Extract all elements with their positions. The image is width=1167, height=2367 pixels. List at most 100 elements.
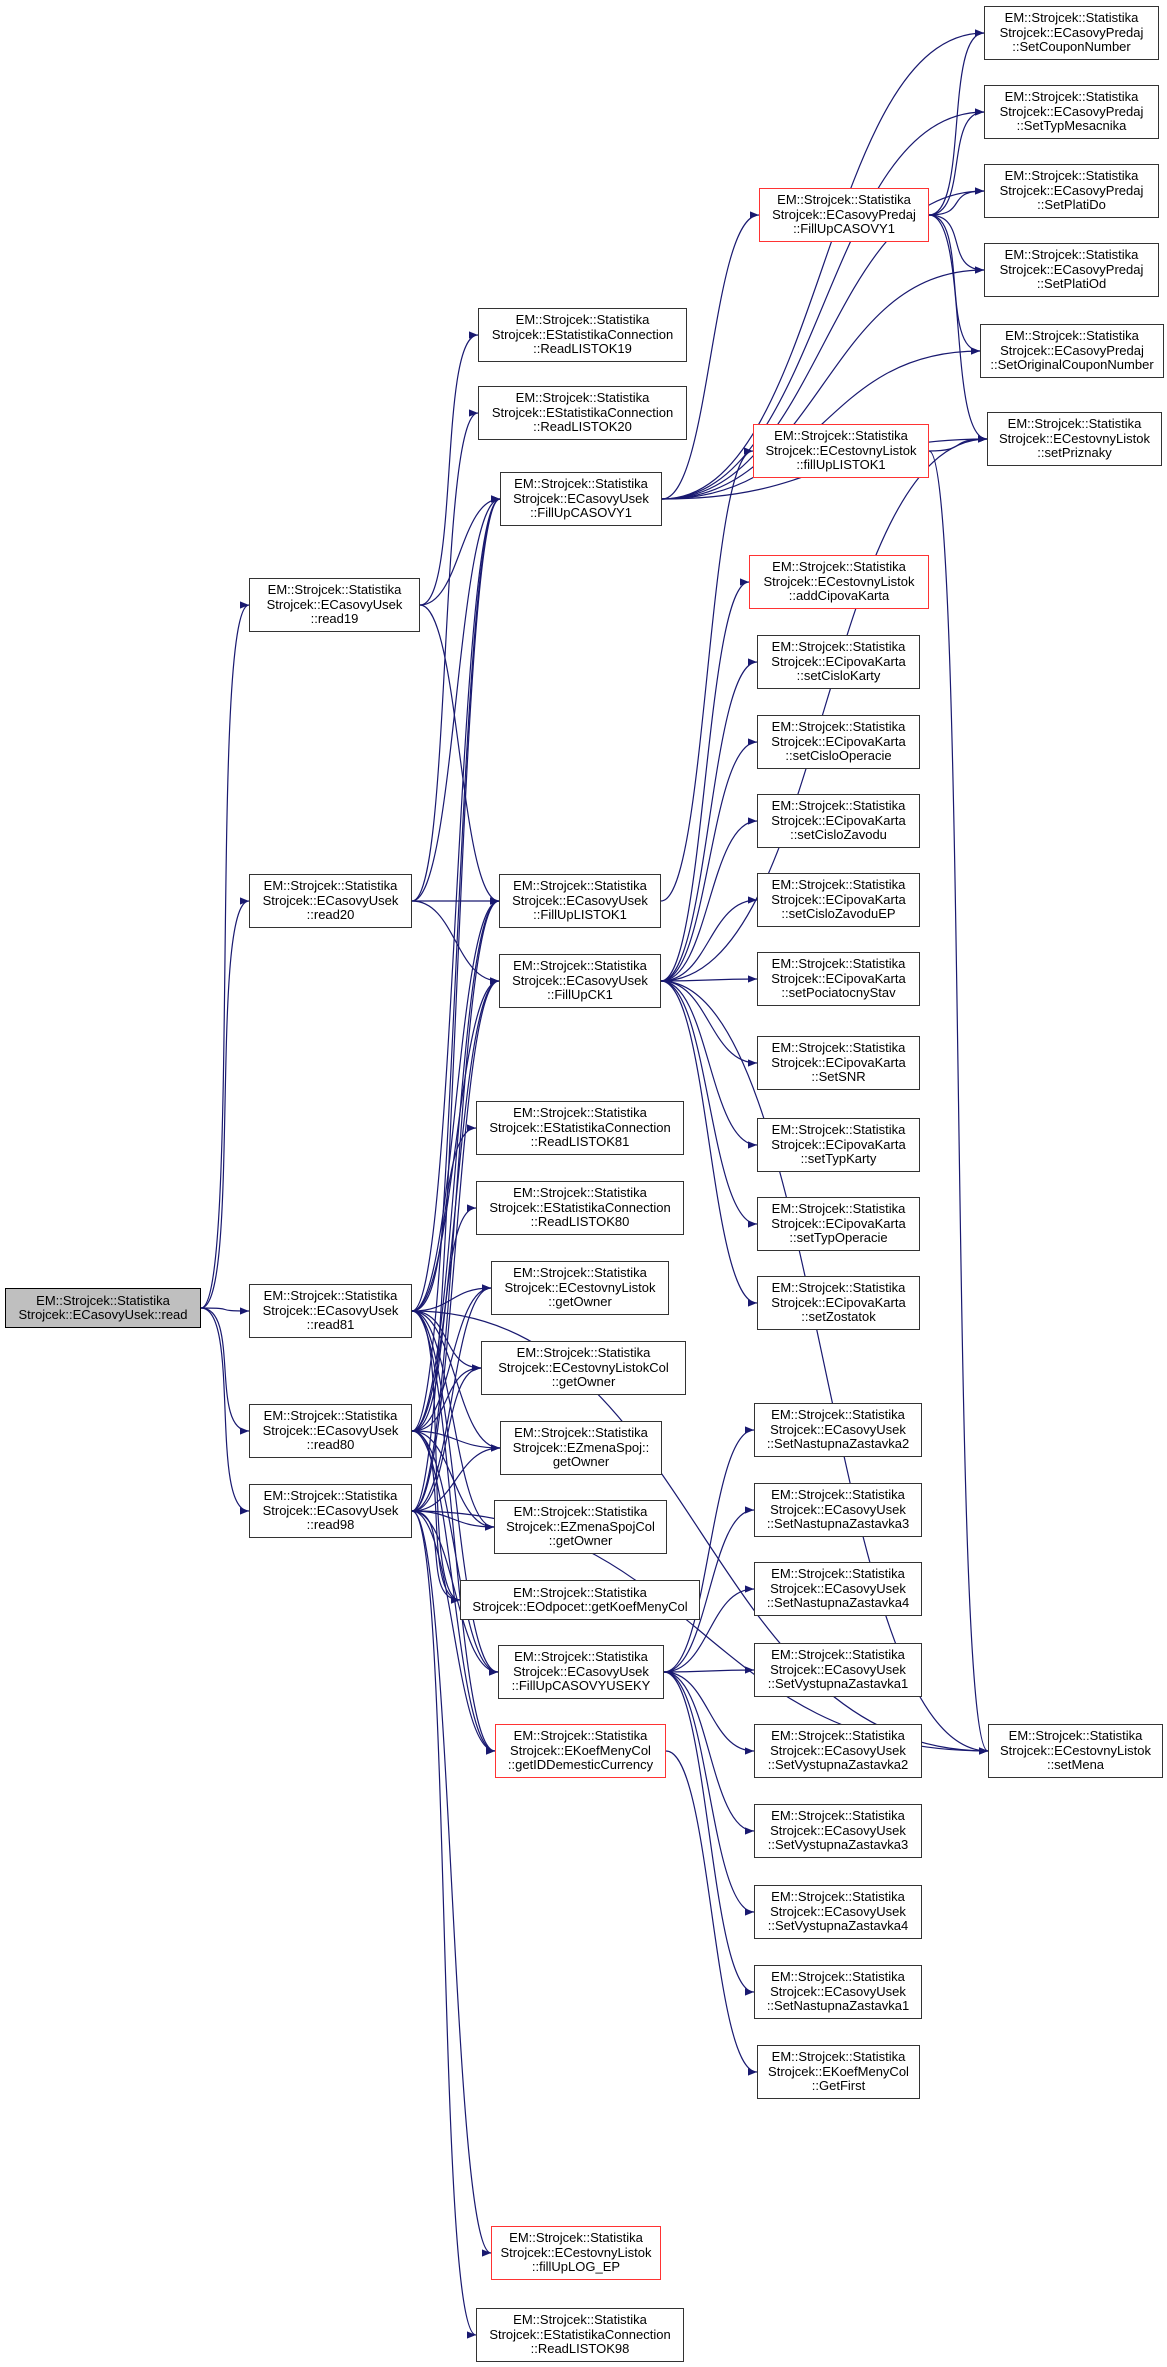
edge-read98-to-readlistok98: [411, 1510, 477, 2339]
node-label-line: EM::Strojcek::Statistika: [771, 1040, 906, 1056]
edge-fillupck1-to-settypkarty: [660, 980, 758, 1149]
edge-fillupck1-to-setcislooperacie: [660, 738, 758, 982]
edge-read98-to-eclcolgetowner: [411, 1364, 482, 1512]
node-label-line: ::FillUpCASOVY1: [793, 221, 895, 237]
edge-fillupck1-to-setzostatok: [660, 980, 758, 1307]
node-label-line: EM::Strojcek::Statistika: [771, 1969, 905, 1985]
edge-read20-to-fillupck1: [411, 900, 500, 985]
edge-read19-to-fillupcasovy1u: [419, 495, 501, 606]
edge-read80-to-filluplistok1: [411, 897, 500, 1432]
node-label-line: Strojcek::ECasovyUsek: [262, 1422, 399, 1438]
edge-read81-to-fillupcasovy1u: [411, 495, 501, 1312]
node-label-line: EM::Strojcek::Statistika: [1004, 247, 1139, 263]
node-label-line: EM::Strojcek::Statistika: [771, 1728, 905, 1744]
node-label-line: Strojcek::ECasovyUsek: [770, 1501, 906, 1517]
edge-fillupcasovy1p-to-setpriznaky: [928, 214, 988, 443]
edge-fillupcasovyuseky-to-setvystupnazastavka3: [663, 1671, 755, 1835]
node-label-line: Strojcek::EKoefMenyCol: [768, 2063, 909, 2079]
node-label-line: Strojcek::ECasovyUsek: [262, 1302, 399, 1318]
node-label-line: Strojcek::ECasovyPredaj: [1000, 342, 1144, 358]
edge-read20-to-fillupcasovy1u: [411, 495, 501, 902]
node-label-line: ::fillUpLISTOK1: [796, 457, 886, 473]
node-label-line: ::addCipovaKarta: [788, 588, 890, 604]
node-label-line: EM::Strojcek::Statistika: [513, 1185, 647, 1201]
node-label-line: EM::Strojcek::Statistika: [514, 1425, 648, 1441]
node-label-line: Strojcek::ECasovyUsek: [770, 1742, 906, 1758]
node-label-line: EM::Strojcek::Statistika: [514, 1649, 648, 1665]
edge-read80-to-ezscolgetowner: [411, 1430, 495, 1531]
node-label-line: ::getOwner: [551, 1374, 616, 1390]
node-label-line: ::setCisloZavoduEP: [781, 906, 896, 922]
node-label-line: ::read81: [306, 1317, 355, 1333]
edge-read81-to-eclcolgetowner: [411, 1310, 482, 1372]
node-label-line: Strojcek::ECasovyUsek: [512, 972, 648, 988]
node-label-line: EM::Strojcek::Statistika: [771, 877, 906, 893]
node-label-line: EM::Strojcek::Statistika: [515, 312, 650, 328]
node-label-line: ::setZostatok: [801, 1309, 876, 1325]
node-label-line: Strojcek::ECipovaKarta: [771, 1215, 906, 1231]
edge-read19-to-readlistok19: [419, 331, 479, 606]
edge-fillupcasovyuseky-to-setnastupnazastavka1: [663, 1671, 755, 1996]
node-label-line: Strojcek::EStatistikaConnection: [489, 1119, 671, 1135]
node-label-line: EM::Strojcek::Statistika: [1004, 89, 1139, 105]
edge-fillupck1-to-addcipovakarta: [660, 578, 750, 982]
node-label-line: EM::Strojcek::Statistika: [516, 1345, 651, 1361]
edge-read81-to-ezsgetowner: [411, 1310, 501, 1452]
node-label-line: Strojcek::ECipovaKarta: [771, 891, 906, 907]
node-label-line: EM::Strojcek::Statistika: [777, 192, 911, 208]
node-label-line: ::getOwner: [548, 1294, 612, 1310]
node-label-line: ::read19: [310, 611, 359, 627]
edge-read80-to-ezsgetowner: [411, 1430, 501, 1452]
